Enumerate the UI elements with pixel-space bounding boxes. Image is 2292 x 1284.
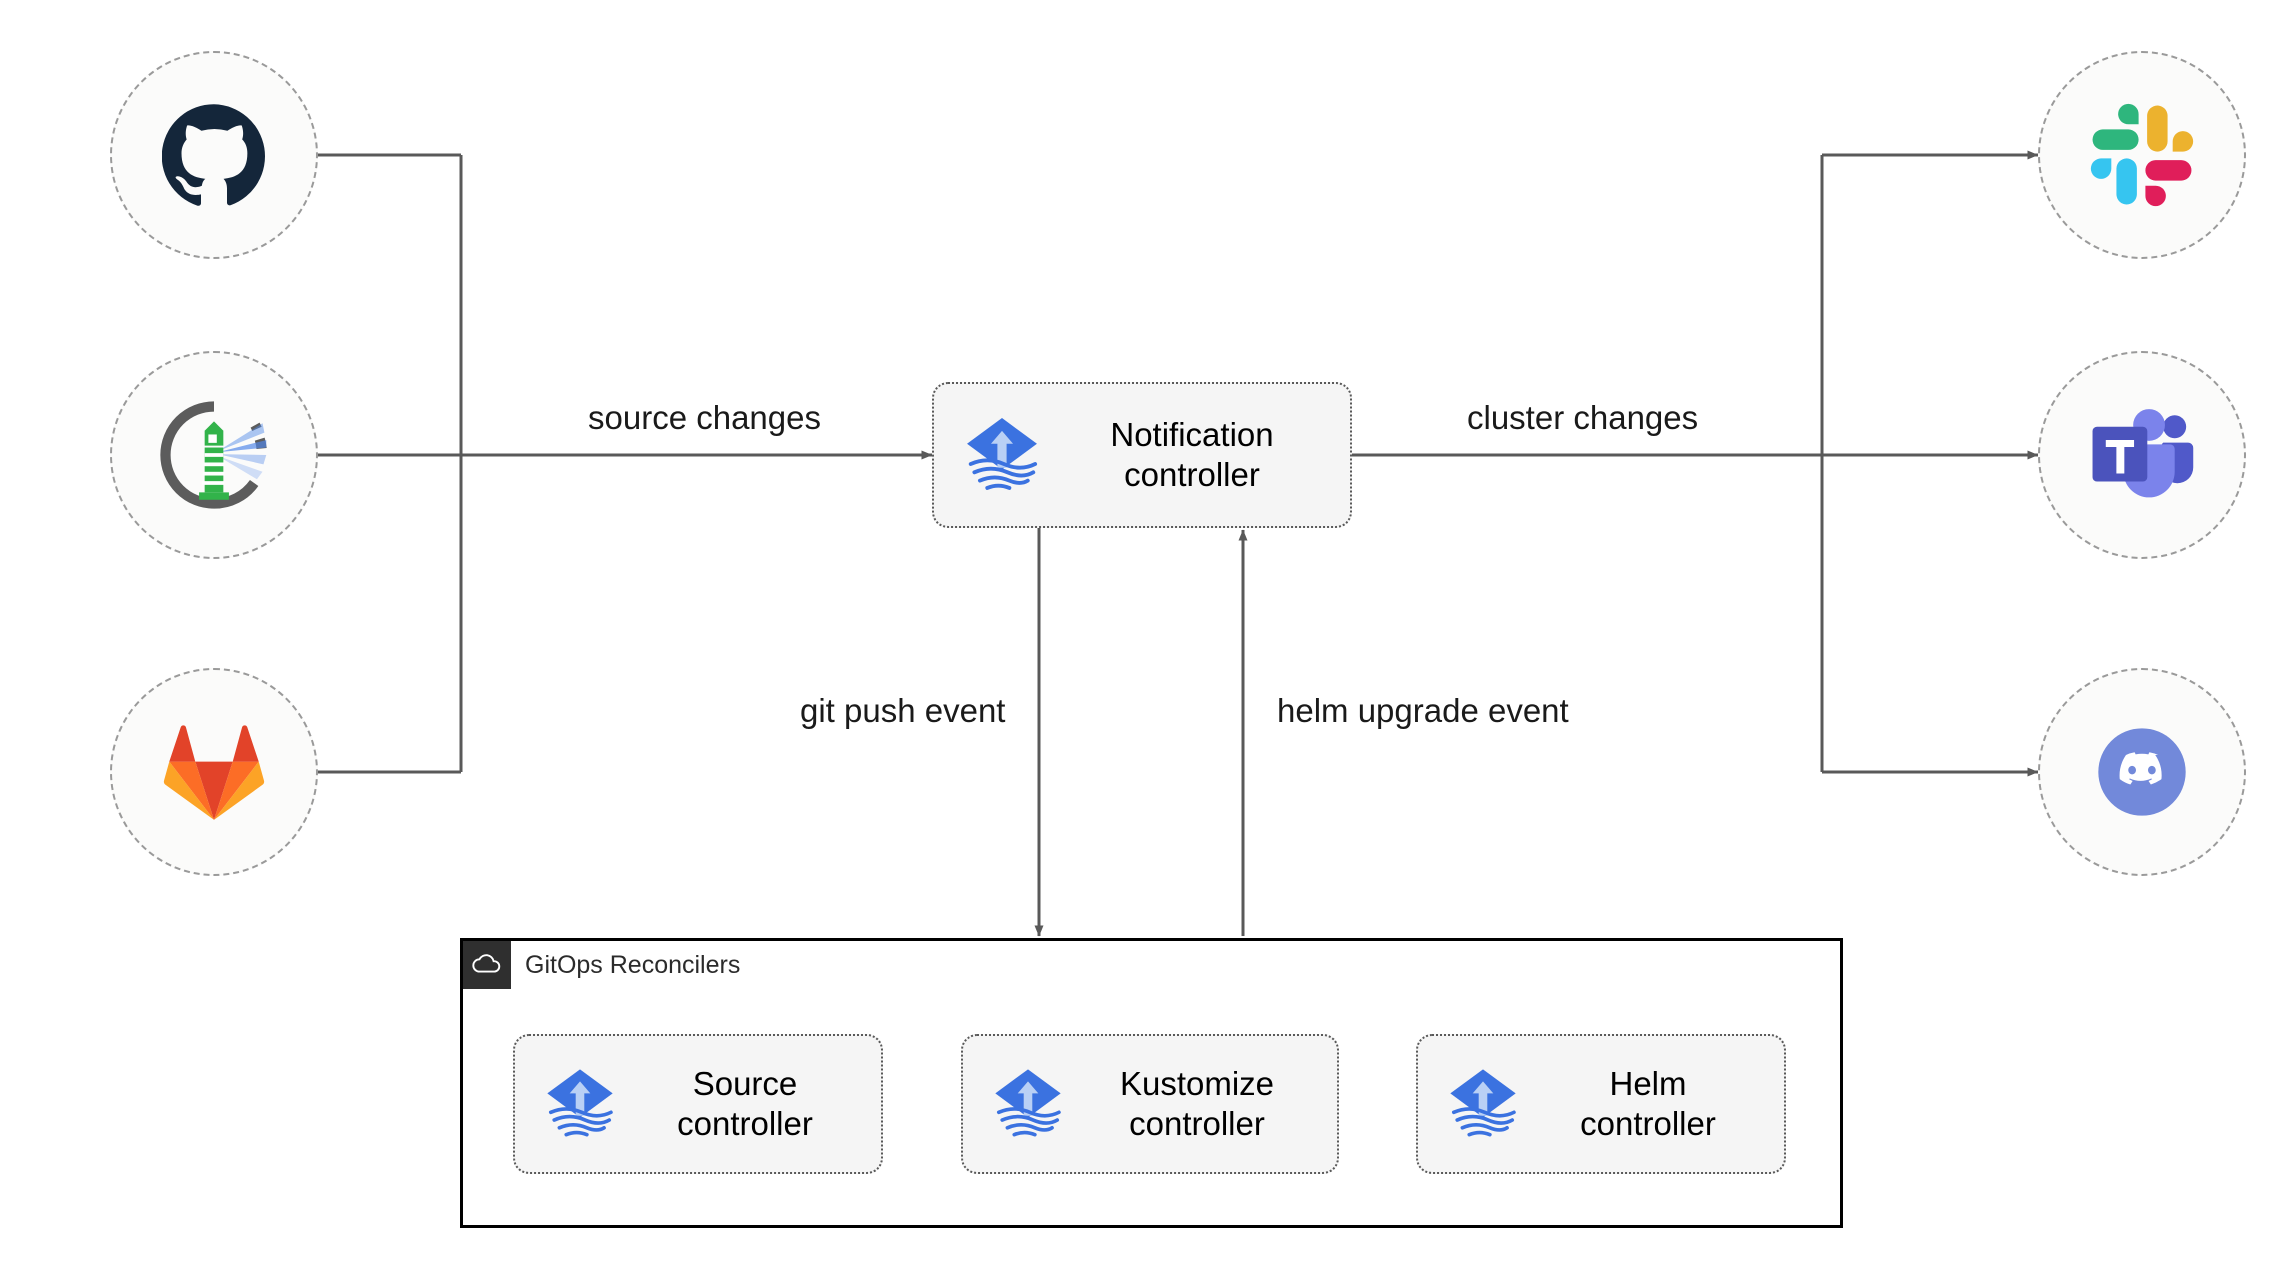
gitlab-icon bbox=[162, 720, 266, 824]
source-node-flux[interactable] bbox=[110, 351, 318, 559]
discord-icon bbox=[2090, 720, 2194, 824]
kustomize-controller-label: Kustomize controller bbox=[1119, 1064, 1275, 1142]
microsoft-teams-icon bbox=[2089, 402, 2195, 508]
source-controller-box[interactable]: Source controller bbox=[513, 1034, 883, 1174]
helm-controller-label: Helm controller bbox=[1580, 1064, 1716, 1142]
notification-controller-label: Notification controller bbox=[1110, 415, 1274, 493]
slack-icon bbox=[2090, 103, 2194, 207]
flux-diamond-icon bbox=[956, 407, 1048, 504]
source-node-gitlab[interactable] bbox=[110, 668, 318, 876]
flux-lighthouse-icon bbox=[158, 399, 270, 511]
gitops-reconcilers-title: GitOps Reconcilers bbox=[525, 950, 741, 979]
github-icon bbox=[162, 103, 266, 207]
gitops-reconcilers-container: GitOps Reconcilers Source controller bbox=[460, 938, 1843, 1228]
gitops-reconcilers-header: GitOps Reconcilers bbox=[463, 941, 740, 989]
helm-controller-box[interactable]: Helm controller bbox=[1416, 1034, 1786, 1174]
cloud-icon bbox=[463, 941, 511, 989]
edge-label-helm-upgrade-event: helm upgrade event bbox=[1267, 692, 1579, 730]
notification-controller-box[interactable]: Notification controller bbox=[932, 382, 1352, 528]
flux-diamond-icon bbox=[537, 1059, 623, 1150]
source-controller-label: Source controller bbox=[677, 1064, 813, 1142]
provider-node-slack[interactable] bbox=[2038, 51, 2246, 259]
edge-label-git-push-event: git push event bbox=[790, 692, 1016, 730]
kustomize-controller-box[interactable]: Kustomize controller bbox=[961, 1034, 1339, 1174]
flux-diamond-icon bbox=[1440, 1059, 1526, 1150]
provider-node-discord[interactable] bbox=[2038, 668, 2246, 876]
provider-node-teams[interactable] bbox=[2038, 351, 2246, 559]
edge-label-cluster-changes: cluster changes bbox=[1457, 399, 1709, 437]
flux-diamond-icon bbox=[985, 1059, 1071, 1150]
edge-label-source-changes: source changes bbox=[578, 399, 831, 437]
source-node-github[interactable] bbox=[110, 51, 318, 259]
